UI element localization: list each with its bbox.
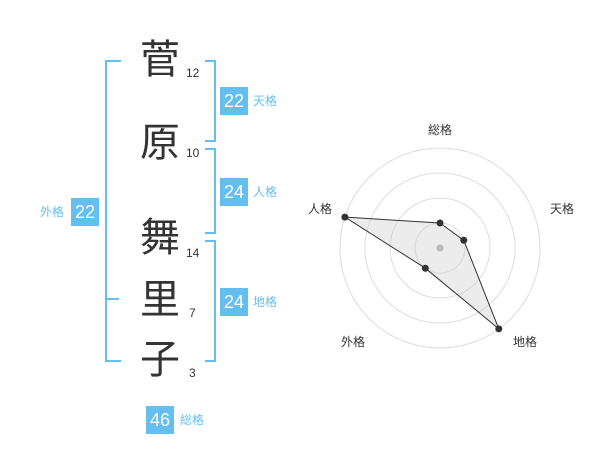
chikaku-bracket — [205, 240, 216, 362]
chikaku-label: 地格 — [253, 295, 278, 309]
radar-ring-4 — [339, 147, 541, 349]
radar-ring-3 — [364, 172, 516, 324]
stroke-count-3: 14 — [186, 246, 200, 260]
jinkaku-bracket — [205, 148, 216, 234]
tenkaku-value: 22 — [220, 87, 248, 115]
radar-grid — [339, 147, 541, 349]
radar-point-2 — [495, 325, 503, 333]
radar-point-4 — [341, 213, 349, 221]
tenkaku-bracket — [205, 60, 216, 142]
radar-point-0 — [436, 219, 444, 227]
axis-label-tenkaku: 天格 — [550, 201, 574, 216]
axis-label-chikaku: 地格 — [513, 334, 537, 349]
jinkaku-value: 24 — [220, 178, 248, 206]
axis-label-soukaku: 総格 — [428, 122, 452, 137]
stroke-count-1: 12 — [186, 66, 200, 80]
name-char-3: 舞 — [140, 215, 180, 261]
jinkaku-label: 人格 — [253, 185, 278, 199]
radar-polygon — [344, 216, 500, 330]
name-char-2: 原 — [140, 120, 180, 166]
stroke-count-4: 7 — [189, 306, 196, 320]
radar-ring-2 — [389, 197, 491, 299]
radar-points — [341, 213, 503, 333]
name-char-1: 菅 — [140, 37, 180, 83]
chikaku-value: 24 — [220, 288, 248, 316]
radar-center — [436, 244, 444, 252]
axis-label-jinkaku: 人格 — [308, 201, 332, 216]
stroke-count-5: 3 — [189, 366, 196, 380]
gaikaku-bracket — [105, 60, 121, 362]
name-char-5: 子 — [140, 337, 180, 383]
gaikaku-bracket-tick — [105, 298, 119, 300]
soukaku-value: 46 — [146, 406, 174, 434]
name-char-4: 里 — [140, 277, 180, 323]
soukaku-label: 総格 — [180, 413, 205, 427]
gaikaku-label: 外格 — [40, 205, 65, 219]
radar-point-1 — [460, 236, 468, 244]
radar-point-3 — [421, 264, 429, 272]
gaikaku-value: 22 — [71, 198, 99, 226]
stroke-count-2: 10 — [186, 146, 200, 160]
tenkaku-label: 天格 — [253, 94, 278, 108]
axis-label-gaikaku: 外格 — [341, 334, 365, 349]
